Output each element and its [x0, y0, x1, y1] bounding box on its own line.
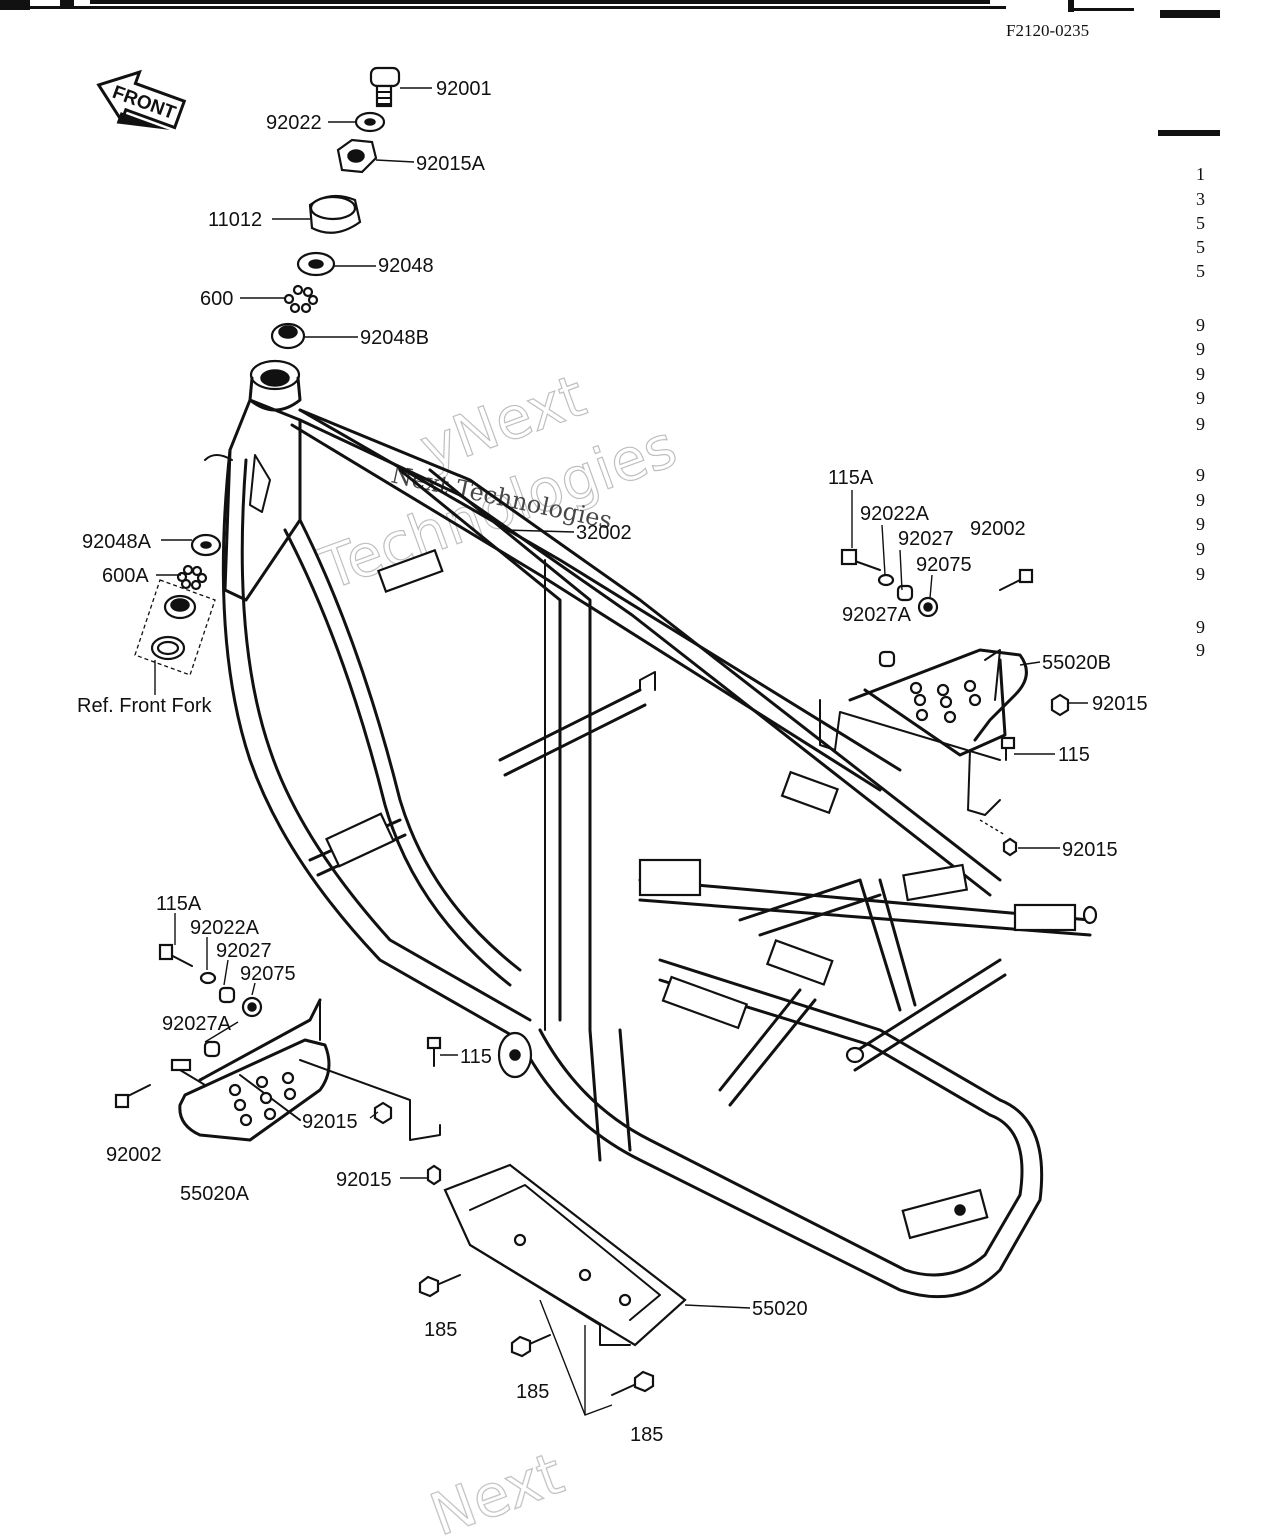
label-92048A: 92048A: [82, 531, 152, 553]
label-92015A: 92015A: [416, 153, 486, 175]
svg-text:5: 5: [1196, 237, 1205, 257]
stem-nut-92015A: [336, 138, 378, 174]
svg-text:3: 3: [1196, 189, 1205, 209]
ball-ring-600A: [176, 564, 208, 591]
svg-text:9: 9: [1196, 539, 1205, 559]
svg-text:9: 9: [1196, 617, 1205, 637]
label-92048: 92048: [378, 255, 434, 277]
diagram-ref-code: F2120-0235: [1006, 21, 1089, 40]
label-92002-left: 92002: [106, 1144, 162, 1166]
label-ref-front-fork: Ref. Front Fork: [77, 695, 212, 717]
label-55020: 55020: [752, 1298, 808, 1320]
left-footrest-55020A: [114, 943, 442, 1186]
right-footrest-55020B: [819, 548, 1070, 857]
label-92027-right: 92027: [898, 528, 954, 550]
label-92002-right: 92002: [970, 518, 1026, 540]
label-92022: 92022: [266, 112, 322, 134]
label-185-c: 185: [630, 1424, 663, 1446]
label-92015-right-lower: 92015: [1062, 839, 1118, 861]
race-92048B: [270, 322, 306, 350]
label-55020A: 55020A: [180, 1183, 250, 1205]
ball-ring-600: [283, 284, 319, 314]
svg-text:9: 9: [1196, 364, 1205, 384]
svg-text:9: 9: [1196, 490, 1205, 510]
svg-text:9: 9: [1196, 315, 1205, 335]
label-55020B: 55020B: [1042, 652, 1111, 674]
callout-labels: 92001 92022 92015A 11012 92048 600 92048…: [77, 78, 1148, 1446]
label-600A: 600A: [102, 565, 149, 587]
label-92027-left: 92027: [216, 940, 272, 962]
label-92022A-right: 92022A: [860, 503, 930, 525]
leader-lines: [156, 87, 1088, 1309]
svg-text:9: 9: [1196, 339, 1205, 359]
label-92015-right-upper: 92015: [1092, 693, 1148, 715]
svg-text:9: 9: [1196, 414, 1205, 434]
steering-parts: [270, 66, 401, 350]
label-115-right: 115: [1058, 744, 1090, 766]
label-92075-left: 92075: [240, 963, 296, 985]
fork-lower-parts: [134, 533, 222, 695]
label-11012: 11012: [208, 209, 262, 231]
svg-text:9: 9: [1196, 465, 1205, 485]
right-margin-column: 1 3 5 5 5 9 9 9 9 9 9 9 9 9 9 9 9: [1196, 164, 1205, 660]
race-92048: [296, 251, 336, 277]
svg-text:Next: Next: [422, 1439, 572, 1536]
label-92001: 92001: [436, 78, 492, 100]
label-92022A-left: 92022A: [190, 917, 260, 939]
svg-text:1: 1: [1196, 164, 1205, 184]
cap-11012: [308, 194, 362, 234]
label-92048B: 92048B: [360, 327, 429, 349]
label-185-a: 185: [424, 1319, 457, 1341]
svg-text:5: 5: [1196, 213, 1205, 233]
label-92075-right: 92075: [916, 554, 972, 576]
label-115-center: 115: [460, 1046, 492, 1068]
label-185-b: 185: [516, 1381, 549, 1403]
label-115A-left: 115A: [156, 893, 202, 915]
label-92015-center: 92015: [336, 1169, 392, 1191]
label-32002: 32002: [576, 522, 632, 544]
top-rule: [0, 0, 1220, 136]
svg-text:5: 5: [1196, 261, 1205, 281]
label-92027A-right: 92027A: [842, 604, 912, 626]
svg-text:9: 9: [1196, 564, 1205, 584]
label-115A-right: 115A: [828, 467, 874, 489]
svg-text:9: 9: [1196, 388, 1205, 408]
label-92015-left: 92015: [302, 1111, 358, 1133]
svg-text:9: 9: [1196, 640, 1205, 660]
skid-plate-55020: [418, 1163, 687, 1416]
label-600: 600: [200, 288, 233, 310]
front-arrow-icon: FRONT: [96, 69, 187, 130]
svg-text:9: 9: [1196, 514, 1205, 534]
stem-bolt-92001: [369, 66, 401, 108]
label-92027A-left: 92027A: [162, 1013, 232, 1035]
main-frame-32002: [204, 359, 1098, 1299]
